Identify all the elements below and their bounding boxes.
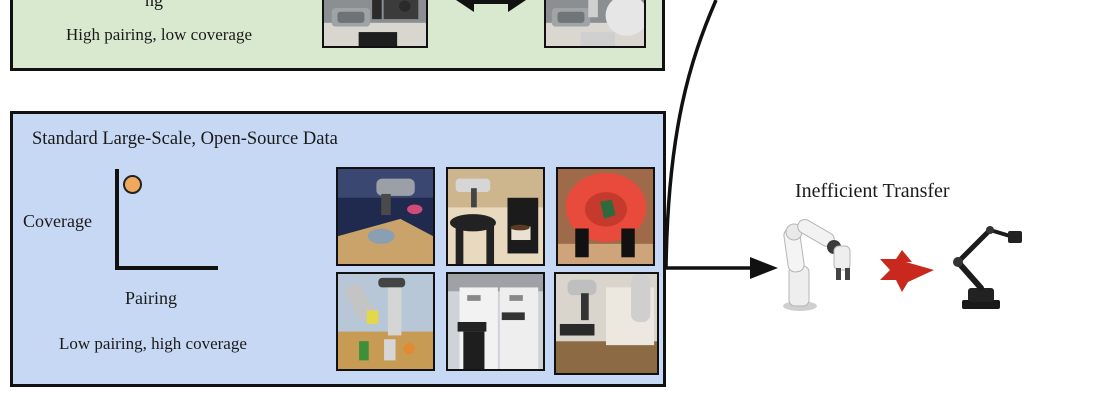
robot-image-bowl: [336, 167, 435, 266]
data-point-marker: [123, 175, 142, 194]
pairing-double-arrow-icon: [456, 0, 526, 12]
target-robot-arm-icon: [953, 226, 1022, 309]
coverage-axis-label: Coverage: [23, 211, 92, 231]
flow-arrow-icon: [666, 257, 778, 279]
robot-image-cans: [336, 272, 435, 371]
paired-data-axis-label: ng: [145, 0, 163, 10]
inefficient-transfer-label: Inefficient Transfer: [795, 180, 950, 202]
paired-data-panel: ng High pairing, low coverage: [10, 0, 665, 71]
y-axis-line: [115, 169, 119, 270]
robot-image-kettle: [446, 167, 545, 266]
blocked-transfer-arrow-icon: [880, 250, 934, 292]
open-source-data-panel: Standard Large-Scale, Open-Source Data C…: [10, 111, 666, 387]
open-source-data-title: Standard Large-Scale, Open-Source Data: [32, 129, 338, 149]
x-axis-line: [115, 266, 218, 270]
paired-data-description: High pairing, low coverage: [66, 25, 252, 44]
source-robot-arm-icon: [783, 219, 851, 311]
paired-image-left: [322, 0, 428, 48]
robot-image-bins: [446, 272, 545, 371]
robot-image-table: [554, 272, 659, 375]
open-source-data-description: Low pairing, high coverage: [59, 334, 247, 353]
robot-image-bowl-closeup: [556, 167, 655, 266]
curved-connector: [664, 0, 718, 269]
pairing-axis-label: Pairing: [125, 288, 177, 308]
paired-image-right: [544, 0, 646, 48]
